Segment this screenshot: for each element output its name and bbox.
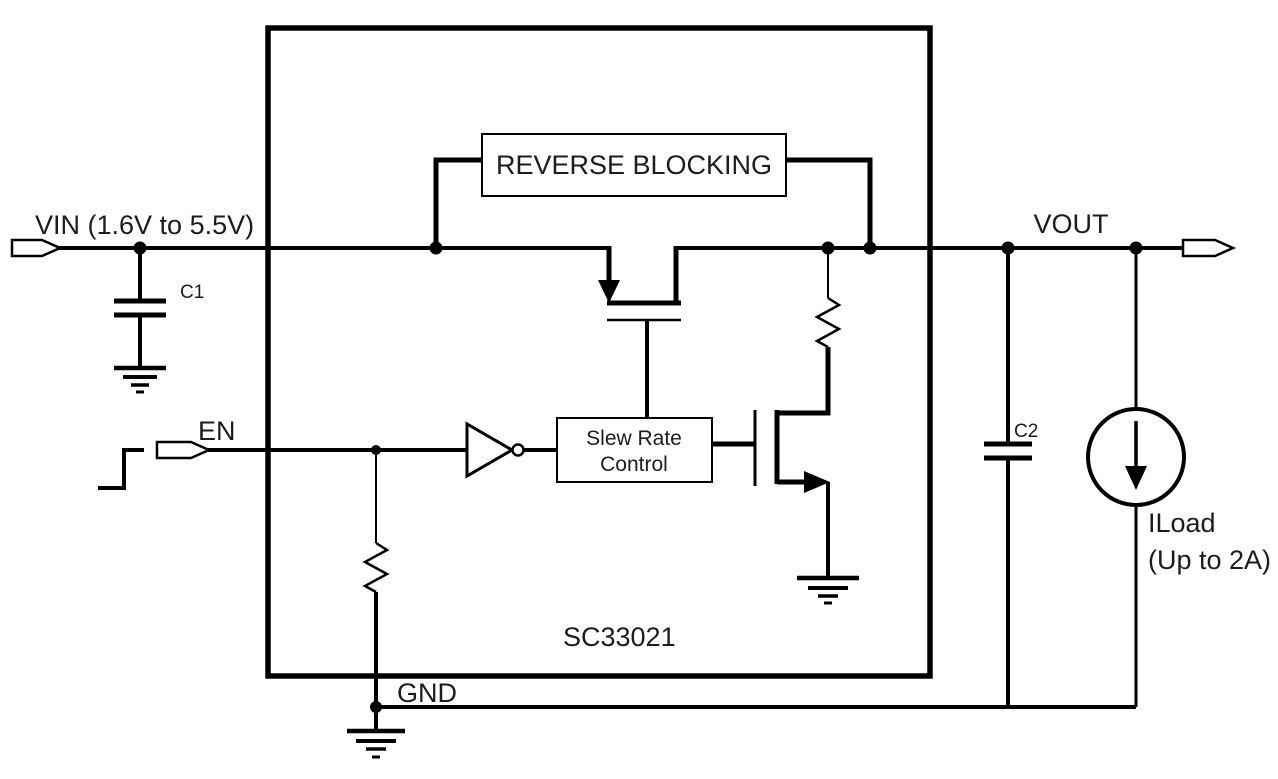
enable-inverter bbox=[208, 421, 557, 479]
vin-terminal bbox=[10, 238, 64, 258]
pmos-pass-transistor bbox=[598, 246, 681, 418]
vout-terminal bbox=[1181, 238, 1237, 258]
nmos-transistor bbox=[712, 410, 859, 605]
slew-rate-control-box bbox=[556, 417, 713, 483]
ground-bus-section: GND bbox=[347, 678, 1136, 759]
en-label: EN bbox=[198, 416, 236, 446]
iload-rating-label: (Up to 2A) bbox=[1148, 545, 1271, 575]
reverse-blocking-box bbox=[481, 133, 787, 197]
resistor-zigzag bbox=[362, 541, 390, 594]
output-capacitor-c2: C2 bbox=[984, 241, 1038, 707]
junction-dot bbox=[429, 241, 443, 255]
reverse-blocking-left-wire bbox=[433, 157, 482, 248]
reverse-blocking-label: REVERSE BLOCKING bbox=[496, 150, 772, 180]
en-section: EN bbox=[98, 416, 236, 490]
gnd-label: GND bbox=[397, 678, 457, 708]
c1-label: C1 bbox=[180, 282, 204, 303]
vin-section: VIN (1.6V to 5.5V) C1 bbox=[10, 210, 611, 394]
pmos-source-arrow bbox=[598, 280, 620, 303]
vout-label: VOUT bbox=[1033, 209, 1108, 239]
resistor-zigzag bbox=[814, 296, 842, 349]
ground-symbol-nmos bbox=[797, 575, 859, 605]
inverter-bubble bbox=[511, 443, 525, 457]
nmos-source-arrow bbox=[804, 471, 830, 493]
load-current-source: ILoad (Up to 2A) bbox=[1086, 241, 1271, 707]
c2-label: C2 bbox=[1014, 421, 1038, 442]
reverse-blocking-right-wire bbox=[786, 157, 873, 248]
en-pulldown-resistor bbox=[362, 445, 390, 707]
slew-rate-label-line1: Slew Rate bbox=[586, 427, 682, 450]
iload-label: ILoad bbox=[1148, 508, 1216, 538]
ground-symbol-c1 bbox=[114, 365, 166, 394]
en-step-waveform bbox=[98, 448, 144, 490]
slew-rate-control-block: Slew Rate Control bbox=[556, 417, 713, 483]
en-terminal bbox=[155, 440, 213, 460]
gate-resistor bbox=[814, 241, 842, 415]
current-arrow-head bbox=[1125, 466, 1147, 490]
ground-symbol-main bbox=[347, 728, 405, 759]
part-number-label: SC33021 bbox=[563, 622, 676, 652]
slew-rate-label-line2: Control bbox=[600, 453, 668, 476]
inverter-triangle bbox=[465, 421, 515, 479]
ic-boundary-box bbox=[265, 25, 933, 679]
reverse-blocking-block: REVERSE BLOCKING bbox=[429, 133, 877, 255]
vout-section: VOUT bbox=[674, 209, 1237, 258]
vin-label: VIN (1.6V to 5.5V) bbox=[35, 210, 254, 240]
